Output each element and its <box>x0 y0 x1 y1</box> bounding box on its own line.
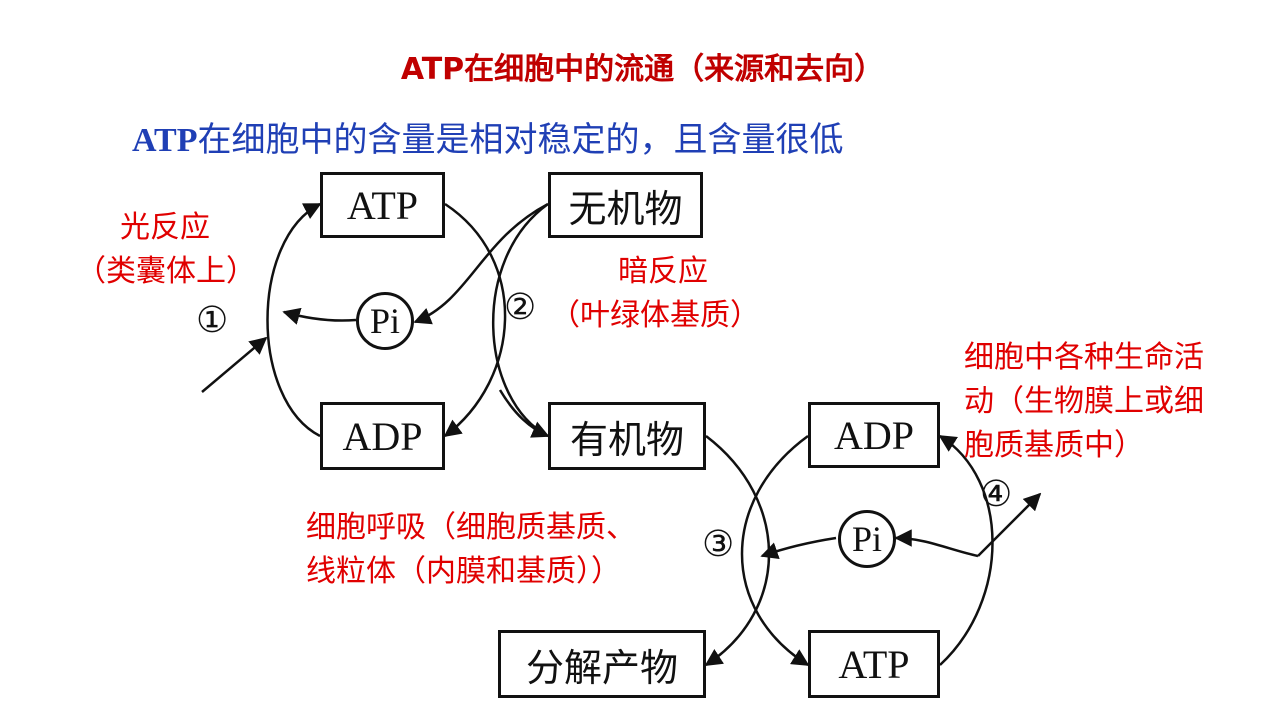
arrow-atp-to-adp-left <box>443 202 507 438</box>
arrow-adp-to-atp-right <box>740 434 810 667</box>
box-organic: 有机物 <box>548 402 706 470</box>
subtitle-atp: ATP <box>132 122 198 159</box>
arrow-inorganic-to-organic <box>492 202 549 438</box>
box-atp-top: ATP <box>320 172 445 238</box>
step-number-4: ④ <box>980 474 1013 515</box>
label-light-line1: 光反应 <box>120 210 210 245</box>
label-resp-line2: 线粒体（内膜和基质）） <box>306 554 621 589</box>
arrow-to-pi-left <box>413 202 549 325</box>
label-dark-line1: 暗反应 <box>618 254 708 289</box>
subtitle: ATP在细胞中的含量是相对稳定的，且含量很低 <box>132 112 843 161</box>
subtitle-text: 在细胞中的含量是相对稳定的，且含量很低 <box>197 120 844 160</box>
box-atp-bottom: ATP <box>808 630 940 698</box>
label-life-line2: 动（生物膜上或细 <box>964 384 1204 419</box>
pi-circle-left: Pi <box>356 292 414 350</box>
page-title: ATP在细胞中的流通（来源和去向） <box>400 52 885 87</box>
label-dark-reaction: 暗反应 （叶绿体基质） <box>550 250 760 338</box>
label-life-activities: 细胞中各种生命活 动（生物膜上或细 胞质基质中） <box>964 336 1204 468</box>
step-number-1: ① <box>196 300 229 341</box>
pi-circle-right: Pi <box>838 510 896 568</box>
arrow-adp-to-atp-left <box>266 202 322 438</box>
arrow-pi-left <box>282 307 357 325</box>
label-light-line2: （类囊体上） <box>76 254 256 289</box>
arrow-energy-output <box>977 492 1042 557</box>
label-life-line3: 胞质基质中） <box>964 428 1144 463</box>
box-adp-right: ADP <box>808 402 940 468</box>
step-number-2: ② <box>504 287 537 328</box>
label-life-line1: 细胞中各种生命活 <box>964 340 1204 375</box>
box-decomposition-products: 分解产物 <box>498 630 706 698</box>
box-adp-left: ADP <box>320 402 445 470</box>
label-light-reaction: 光反应 （类囊体上） <box>76 206 256 294</box>
arrow-pi-right <box>760 536 837 560</box>
arrow-organic-in <box>498 389 550 438</box>
label-resp-line1: 细胞呼吸（细胞质基质、 <box>306 510 636 545</box>
step-number-3: ③ <box>702 524 735 565</box>
arrow-to-pi-right <box>894 529 979 558</box>
label-cell-respiration: 细胞呼吸（细胞质基质、 线粒体（内膜和基质）） <box>306 506 636 594</box>
arrow-light-input <box>201 336 268 393</box>
label-dark-line2: （叶绿体基质） <box>550 298 760 333</box>
box-inorganic: 无机物 <box>548 172 703 238</box>
